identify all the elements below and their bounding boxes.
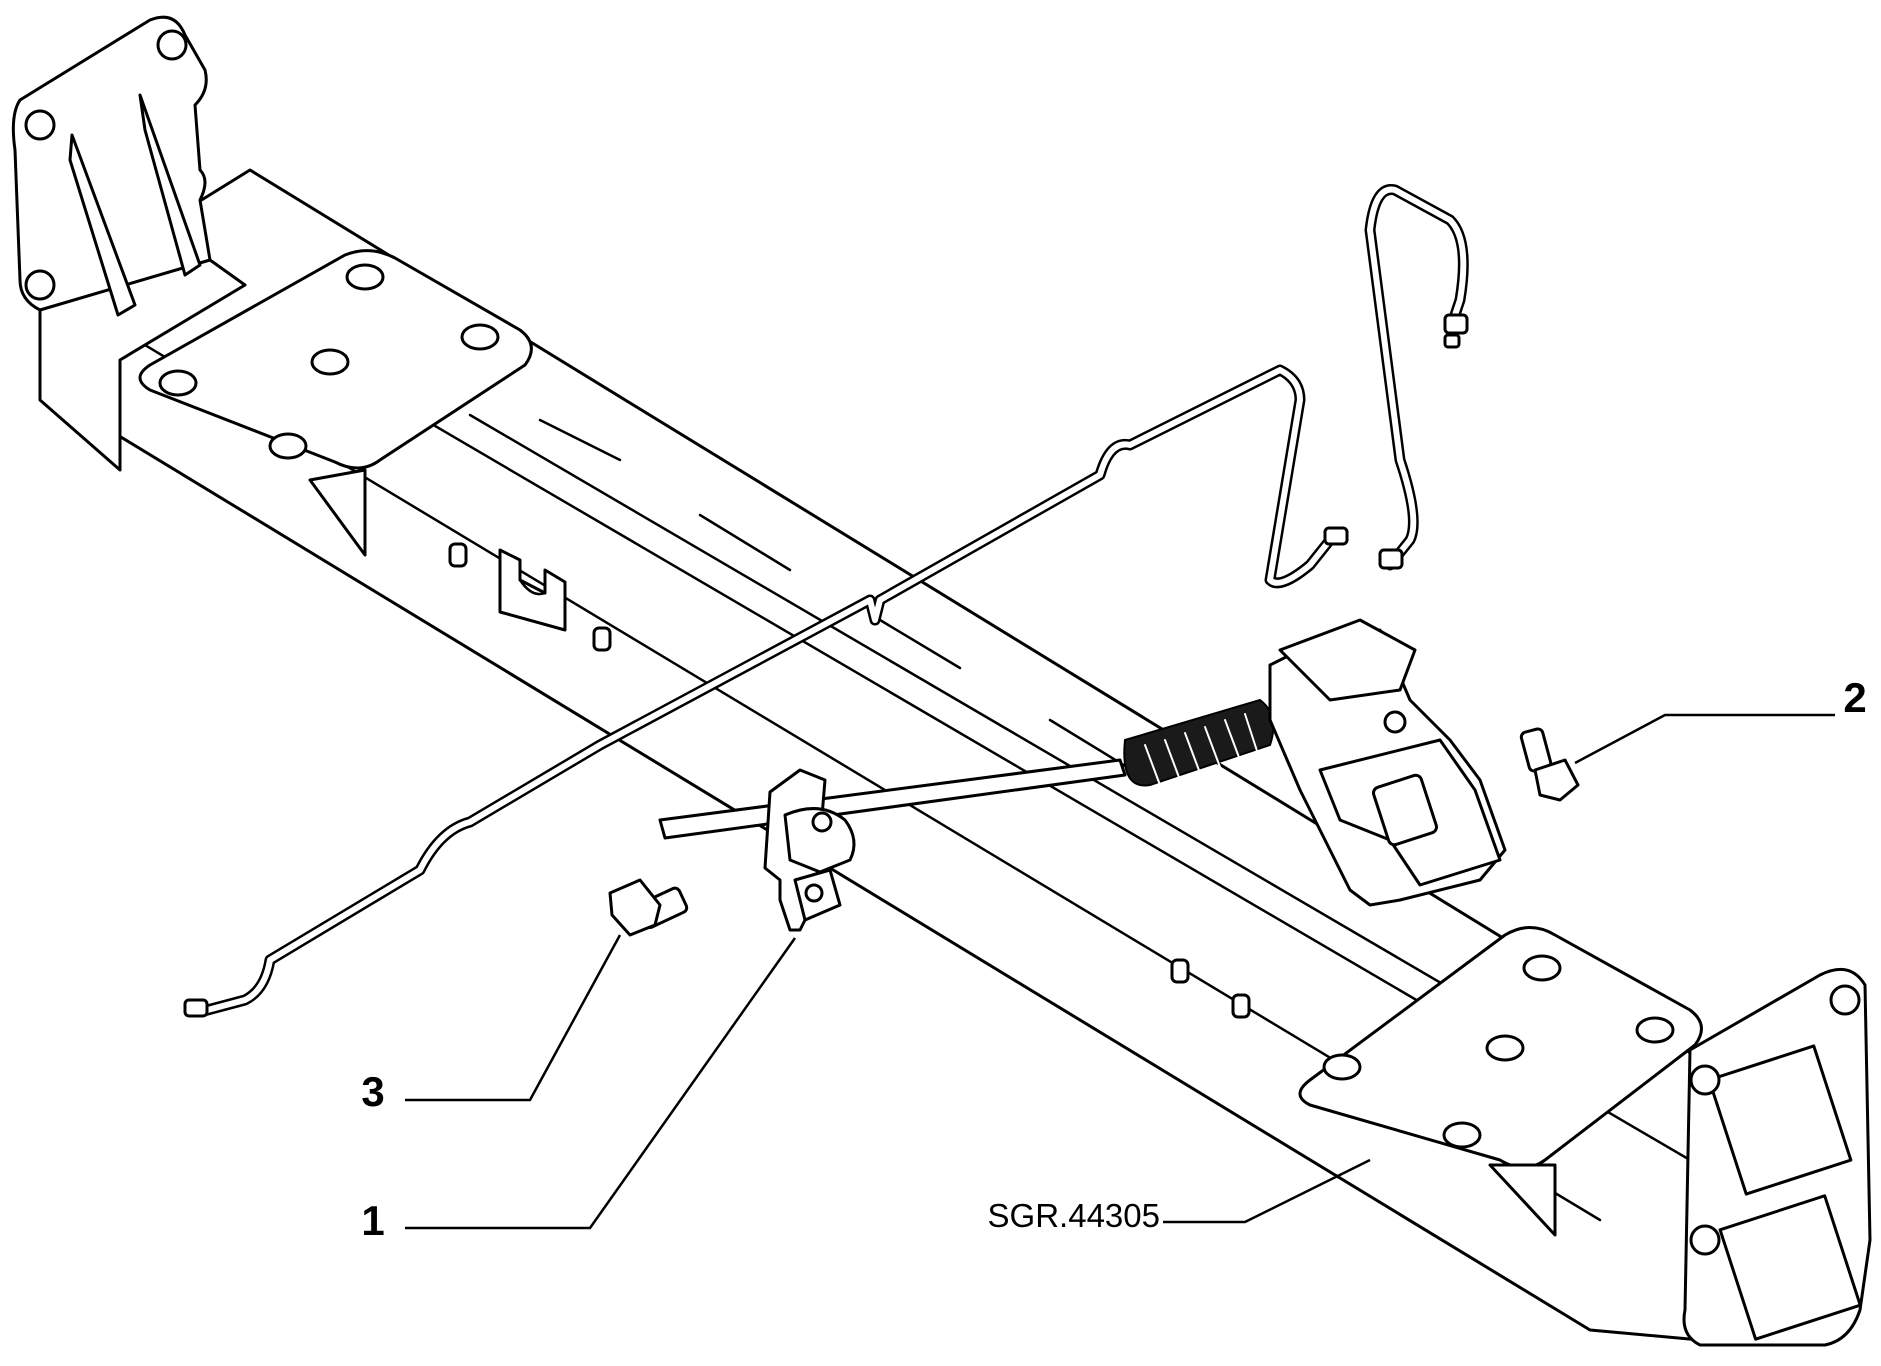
callout-3: 3 — [361, 1068, 384, 1115]
callout-2: 2 — [1843, 674, 1866, 721]
leader-line-ref — [1163, 1158, 1371, 1224]
part-3-bolt — [608, 878, 689, 937]
callout-1: 1 — [361, 1197, 384, 1244]
leader-line-1 — [405, 937, 797, 1230]
short-brake-pipe — [1364, 184, 1469, 571]
part-1-bracket — [763, 768, 856, 932]
leader-line-2 — [1574, 713, 1835, 765]
right-mounting-bracket — [1298, 926, 1872, 1347]
left-mounting-bracket — [11, 15, 533, 557]
long-brake-pipe — [183, 364, 1349, 1018]
leader-line-3 — [405, 934, 622, 1102]
reference-code: SGR.44305 — [988, 1197, 1160, 1234]
part-2-bolt — [1519, 727, 1580, 802]
